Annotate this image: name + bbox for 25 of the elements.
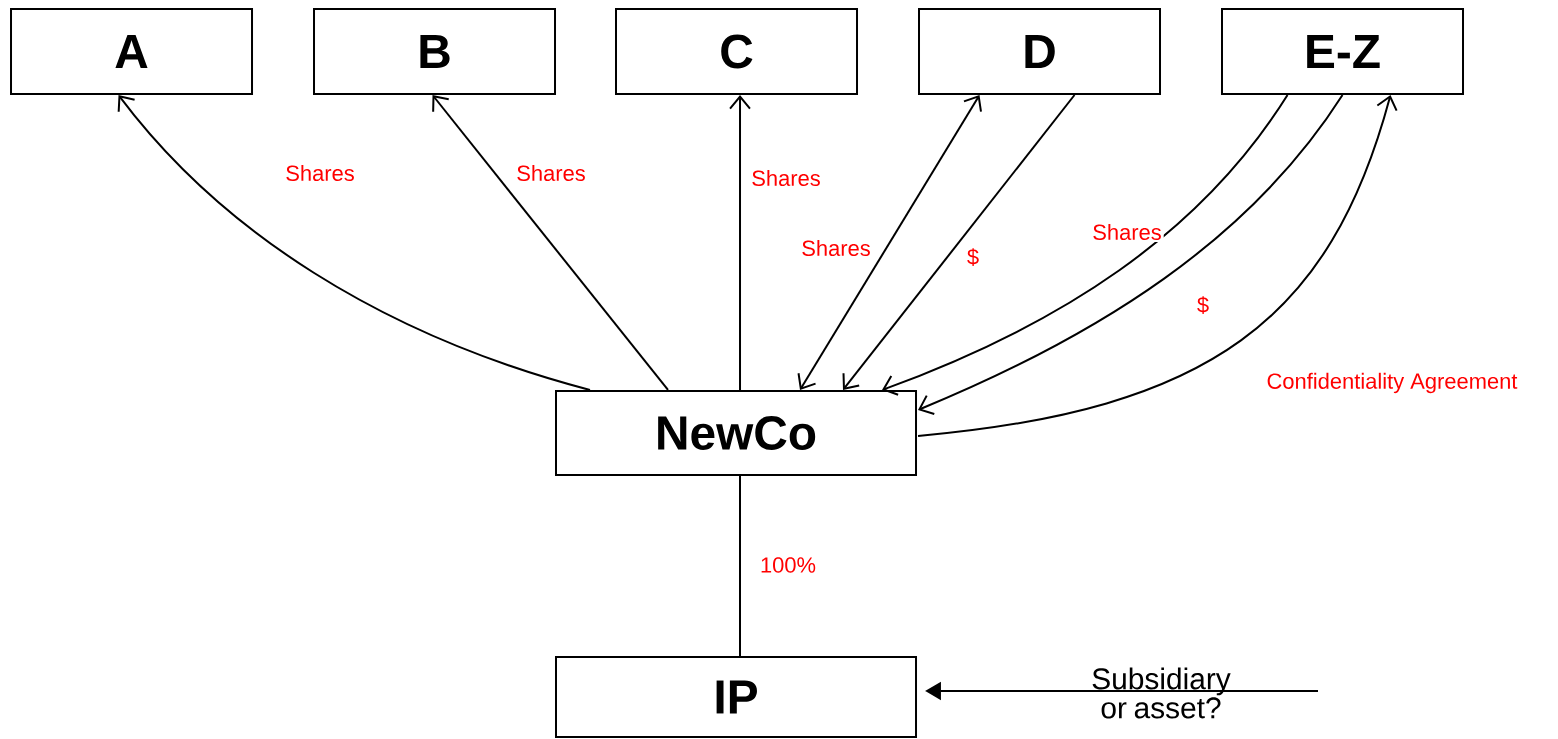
edge-label: Shares [1090,221,1164,243]
company-box: E-Z [1221,8,1464,95]
edge-label: $ [964,246,982,268]
arrow [882,94,1289,396]
company-box: A [10,8,253,95]
arrow [797,95,982,390]
edge-label: Shares [749,167,823,189]
arrow [917,95,1398,437]
company-box: D [918,8,1161,95]
arrow [842,94,1076,390]
company-box: C [615,8,858,95]
company-box: B [313,8,556,95]
edge-label: Confidentiality Agreement [1264,370,1520,396]
arrow [729,95,751,391]
question-text: Subsidiary or asset? [1092,667,1231,719]
asset-box: IP [555,656,917,738]
arrow [117,95,591,391]
edge-label: 100% [758,555,819,575]
arrow [918,94,1344,416]
edge-label: Shares [514,162,588,184]
edge-label: Shares [799,237,873,259]
arrow [432,95,669,391]
edge-label: Shares [283,162,357,184]
company-box: NewCo [555,390,917,476]
edge-label: $ [1194,294,1212,316]
